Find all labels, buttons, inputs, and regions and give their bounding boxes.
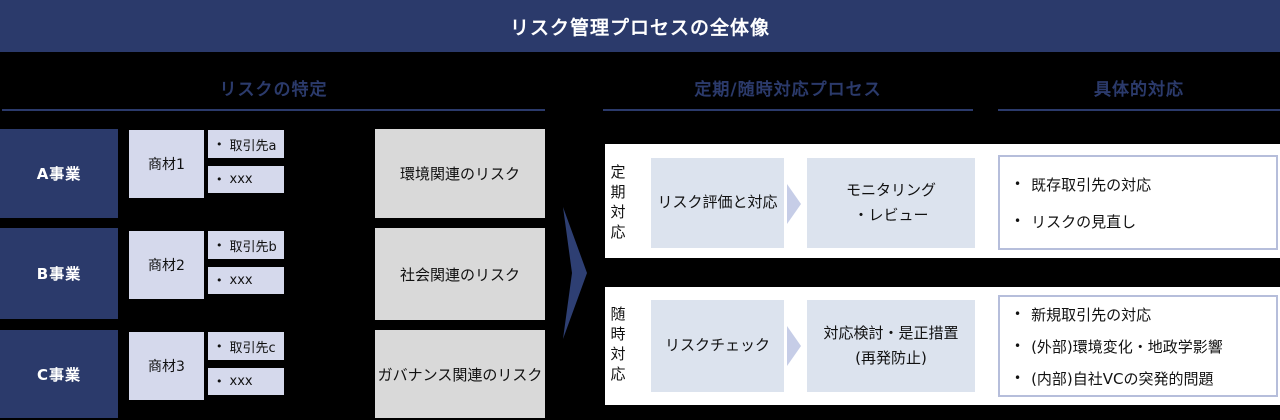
supplier-item: xxx xyxy=(208,368,284,395)
action-item: (外部)環境変化・地政学影響 xyxy=(1014,336,1276,357)
section-header-label: 定期/随時対応プロセス xyxy=(694,80,882,100)
action-item: リスクの見直し xyxy=(1014,211,1276,232)
section-header-label: リスクの特定 xyxy=(219,80,328,100)
section-header-label: 具体的対応 xyxy=(1094,80,1184,100)
row-label-adhoc: 随時対応 xyxy=(608,306,627,386)
risk-category-box-environment: 環境関連のリスク xyxy=(375,129,545,218)
risk-category-box-governance: ガバナンス関連のリスク xyxy=(375,330,545,418)
page-title: リスク管理プロセスの全体像 xyxy=(509,16,770,39)
row-label-periodic: 定期対応 xyxy=(608,164,627,244)
process-step-risk-check: リスクチェック xyxy=(651,300,784,392)
action-item: (内部)自社VCの突発的問題 xyxy=(1014,368,1276,389)
risk-category-box-social: 社会関連のリスク xyxy=(375,228,545,320)
product-box-1: 商材1 xyxy=(129,130,204,198)
supplier-item: 取引先b xyxy=(208,231,284,259)
business-box-b: B事業 xyxy=(0,228,118,319)
supplier-item: xxx xyxy=(208,267,284,294)
flow-chevron-icon xyxy=(563,207,587,339)
step-arrow-icon xyxy=(787,326,801,366)
section-header-response-process: 定期/随時対応プロセス xyxy=(603,68,973,111)
supplier-item: xxx xyxy=(208,166,284,193)
action-list-box-adhoc: 新規取引先の対応 (外部)環境変化・地政学影響 (内部)自社VCの突発的問題 xyxy=(998,295,1278,397)
business-box-c: C事業 xyxy=(0,330,118,418)
process-step-monitoring-review: モニタリング ・レビュー xyxy=(807,158,975,248)
business-box-a: A事業 xyxy=(0,129,118,218)
product-box-2: 商材2 xyxy=(129,231,204,299)
process-step-corrective-measures: 対応検討・是正措置 (再発防止) xyxy=(807,300,975,392)
supplier-item: 取引先a xyxy=(208,130,284,158)
section-header-concrete-actions: 具体的対応 xyxy=(998,68,1280,111)
process-step-risk-evaluation: リスク評価と対応 xyxy=(651,158,784,248)
supplier-item: 取引先c xyxy=(208,332,284,360)
step-arrow-icon xyxy=(787,184,801,224)
title-bar: リスク管理プロセスの全体像 xyxy=(0,0,1280,52)
action-list-box-periodic: 既存取引先の対応 リスクの見直し xyxy=(998,155,1278,250)
action-item: 新規取引先の対応 xyxy=(1014,304,1276,325)
action-item: 既存取引先の対応 xyxy=(1014,174,1276,195)
product-box-3: 商材3 xyxy=(129,332,204,400)
section-header-risk-identification: リスクの特定 xyxy=(2,68,545,111)
